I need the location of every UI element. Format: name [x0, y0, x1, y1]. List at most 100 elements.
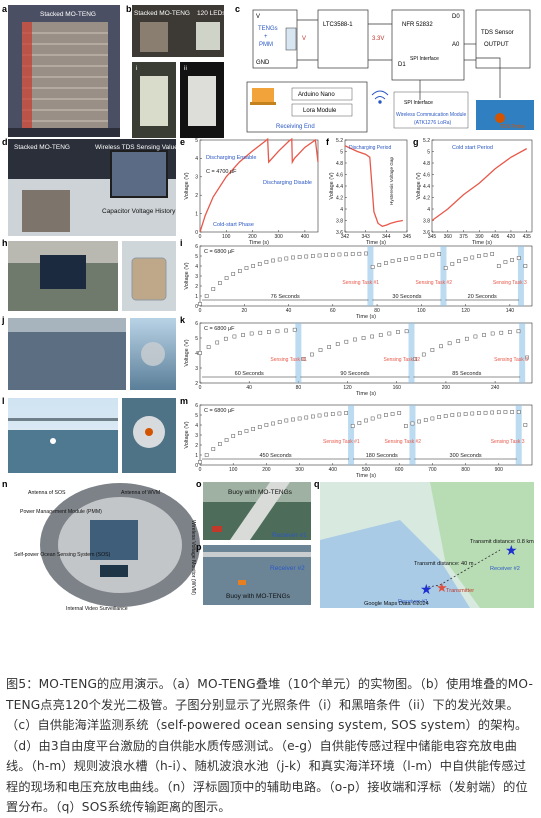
- m-data-point: [503, 410, 508, 414]
- i-data-point: [377, 263, 382, 267]
- i-data-point: [324, 253, 329, 257]
- m-ylabel: Voltage (V): [184, 421, 190, 448]
- figure: a Stacked MO-TENG b Stacked MO-TENG 120 …: [1, 4, 534, 612]
- g-xtick-label: 360: [444, 234, 453, 240]
- i-segment-label: 30 Seconds: [392, 294, 421, 300]
- panel-o-letter: o: [196, 479, 202, 489]
- e-xtick-label: 0: [199, 234, 202, 240]
- k-task-label: Sensing Task #2: [383, 357, 420, 363]
- i-data-point: [437, 252, 441, 256]
- panel-c-tds-probe: TDS Probe: [500, 124, 525, 130]
- k-task-label: Sensing Task 3: [494, 357, 528, 363]
- receiver-2-star-icon: ★: [505, 542, 518, 558]
- k-data-point: [396, 330, 400, 334]
- m-ytick-label: 6: [195, 403, 198, 409]
- i-cap-label: C = 6800 μF: [204, 249, 235, 255]
- i-sensing-window: [517, 246, 524, 306]
- i-data-point: [370, 265, 375, 269]
- panel-c-a0: A0: [452, 42, 460, 48]
- i-data-point: [523, 264, 528, 268]
- k-data-point: [370, 334, 374, 339]
- panel-c-vcc: V: [256, 14, 260, 20]
- k-ytick-label: 2: [195, 381, 198, 387]
- k-data-point: [327, 345, 331, 349]
- panel-q-credit: Google Maps Data ©2024: [364, 600, 429, 607]
- k-ylabel: Voltage (V): [184, 339, 190, 366]
- m-xtick-label: 800: [461, 467, 470, 473]
- m-data-point: [350, 424, 355, 428]
- e-series-line: [199, 137, 319, 233]
- m-cap-label: C = 6800 μF: [204, 408, 235, 414]
- i-data-point: [430, 253, 435, 257]
- panel-b-label: Stacked MO-TENG: [134, 10, 190, 17]
- f-ytick-label: 4.2: [336, 195, 343, 201]
- panel-q-r2: Receiver #2: [490, 566, 520, 572]
- m-data-point: [423, 418, 428, 422]
- panel-c-v33: 3.3V: [372, 36, 384, 42]
- m-data-point: [244, 429, 249, 433]
- k-data-point: [490, 331, 495, 336]
- i-xlabel: Time (s): [356, 314, 376, 320]
- m-sensing-window: [515, 405, 522, 465]
- k-data-point: [508, 330, 512, 334]
- panel-j: [8, 318, 176, 390]
- k-data-point: [447, 341, 452, 346]
- panel-o-l1: Buoy with MO-TENGs: [228, 489, 293, 496]
- i-data-point: [277, 257, 282, 262]
- i-task-label: Sensing Task 3: [493, 280, 527, 286]
- m-ytick-label: 2: [195, 443, 198, 449]
- i-data-point: [503, 260, 508, 264]
- e-ytick-label: 3: [195, 175, 198, 181]
- m-data-point: [198, 460, 202, 464]
- k-ytick-label: 5: [195, 336, 198, 342]
- k-data-point: [223, 336, 228, 341]
- m-data-point: [417, 419, 421, 424]
- f-xlabel: Time (s): [366, 240, 386, 246]
- m-sensing-window: [409, 405, 416, 465]
- i-data-point: [251, 264, 255, 268]
- panel-q-t2: Transmit distance: 40 m: [414, 561, 474, 567]
- i-data-point: [496, 264, 501, 268]
- i-data-point: [337, 252, 342, 257]
- k-data-point: [284, 328, 288, 333]
- i-data-point: [397, 258, 402, 262]
- k-data-point: [206, 345, 211, 349]
- wifi-icon: [371, 90, 389, 104]
- receiver-1-star-icon: ★: [420, 581, 433, 597]
- panel-p-l1: Receiver #2: [270, 565, 305, 572]
- e-ylabel: Voltage (V): [184, 172, 190, 199]
- e-cap-label: C = 4700 μF: [206, 169, 237, 175]
- i-ytick-label: 5: [195, 254, 198, 260]
- i-ytick-label: 2: [195, 284, 198, 290]
- panel-c-teng3: PMM: [259, 42, 273, 48]
- k-segment-label: 60 Seconds: [235, 371, 264, 377]
- i-data-point: [463, 257, 468, 261]
- e-cold-start: Cold-start Phase: [213, 222, 254, 228]
- i-data-point: [417, 255, 421, 259]
- i-data-point: [297, 255, 302, 259]
- e-ytick-label: 2: [195, 193, 198, 199]
- k-data-point: [301, 357, 306, 361]
- m-data-point: [237, 431, 242, 435]
- k-data-point: [499, 330, 504, 335]
- i-data-point: [264, 260, 269, 264]
- panel-h-letter: h: [2, 238, 8, 248]
- i-data-point: [384, 261, 388, 265]
- g-xtick-label: 435: [523, 234, 532, 240]
- g-ytick-label: 4.8: [423, 161, 430, 167]
- m-data-point: [297, 416, 302, 421]
- m-data-point: [377, 414, 382, 419]
- k-data-point: [404, 329, 409, 334]
- k-data-point: [215, 340, 220, 345]
- panel-p-letter: p: [196, 542, 202, 552]
- e-xtick-label: 200: [248, 234, 257, 240]
- e-xtick-label: 100: [222, 234, 231, 240]
- panel-q-r1: Receiver #1: [398, 599, 428, 605]
- i-sensing-window: [367, 246, 374, 306]
- k-data-point: [439, 344, 443, 349]
- i-segment-label: 20 Seconds: [468, 294, 497, 300]
- k-sensing-window: [519, 323, 526, 383]
- i-xtick-label: 80: [374, 308, 380, 314]
